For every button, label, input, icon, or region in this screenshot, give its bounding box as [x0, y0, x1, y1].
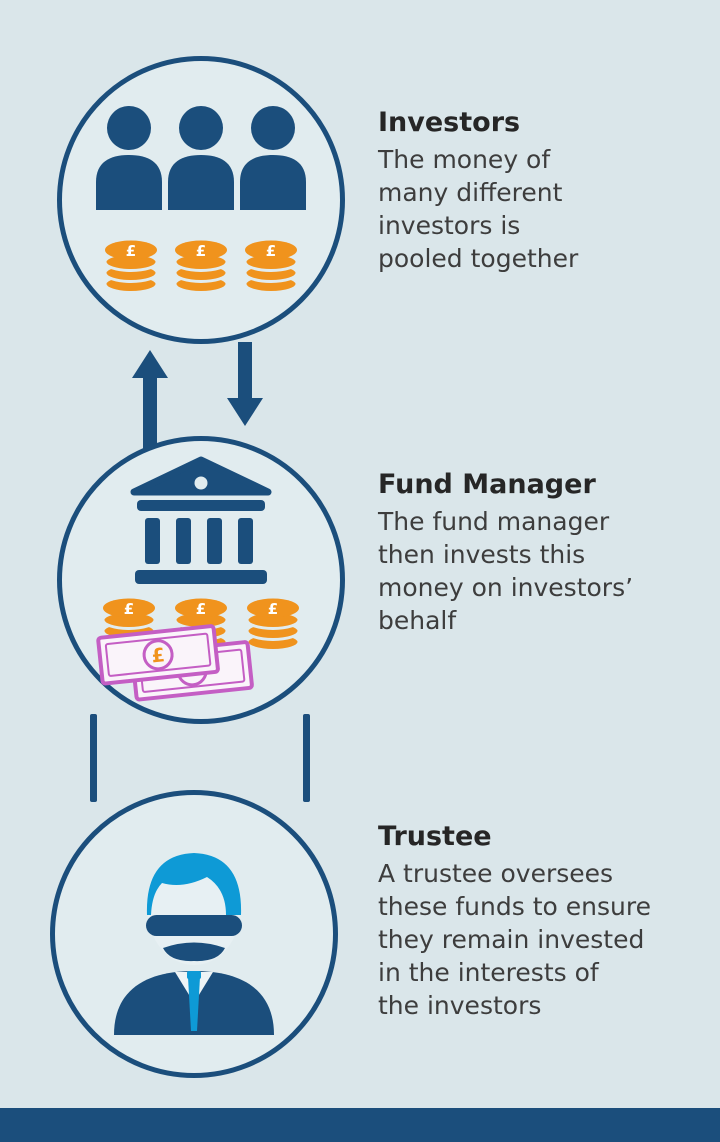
pound-symbol: £ — [266, 242, 276, 260]
fund-manager-text-block: Fund Manager The fund manager then inves… — [378, 468, 720, 637]
trustee-hair — [146, 853, 242, 915]
pound-symbol: £ — [150, 644, 165, 667]
sunglasses-icon — [146, 915, 242, 936]
pound-symbol: £ — [196, 600, 206, 618]
banknotes-icon: £ — [96, 624, 254, 702]
arrow-up-icon — [132, 350, 168, 450]
investor-person-icon — [240, 106, 306, 210]
trustee-circle — [50, 790, 338, 1078]
bank-icon — [130, 456, 272, 584]
trustee-description: A trustee oversees these funds to ensure… — [378, 859, 651, 1020]
coin-stack-icon: £ — [245, 598, 301, 652]
coin-stack-icon: £ — [103, 240, 159, 294]
trustee-text-block: Trustee A trustee oversees these funds t… — [378, 820, 720, 1022]
trustee-person-with-sunglasses-icon — [114, 853, 274, 1035]
coin-stack-icon: £ — [173, 240, 229, 294]
trustee-title: Trustee — [378, 821, 492, 852]
three-investors-with-coin-stacks-icon: £ £ £ — [96, 106, 306, 294]
fund-manager-description: The fund manager then invests this money… — [378, 507, 634, 635]
investors-description: The money of many different investors is… — [378, 145, 579, 273]
connector-line-left — [90, 714, 97, 802]
coin-stack-icon: £ — [243, 240, 299, 294]
pound-symbol: £ — [196, 242, 206, 260]
pound-symbol: £ — [126, 242, 136, 260]
investors-text-block: Investors The money of many different in… — [378, 106, 720, 275]
bank-with-coins-and-banknotes-icon: £ £ £ — [96, 456, 301, 702]
arrow-down-icon — [227, 342, 263, 426]
fund-manager-circle: £ £ £ — [57, 436, 345, 724]
investor-person-icon — [168, 106, 234, 210]
trustee-mustache — [163, 942, 225, 962]
trustee-tie — [188, 977, 200, 1031]
investor-person-icon — [96, 106, 162, 210]
connector-line-right — [303, 714, 310, 802]
pound-symbol: £ — [268, 600, 278, 618]
fund-manager-title: Fund Manager — [378, 469, 596, 500]
footer-bar — [0, 1108, 720, 1142]
investors-title: Investors — [378, 107, 521, 138]
investors-circle: £ £ £ — [57, 56, 345, 344]
pound-symbol: £ — [124, 600, 134, 618]
